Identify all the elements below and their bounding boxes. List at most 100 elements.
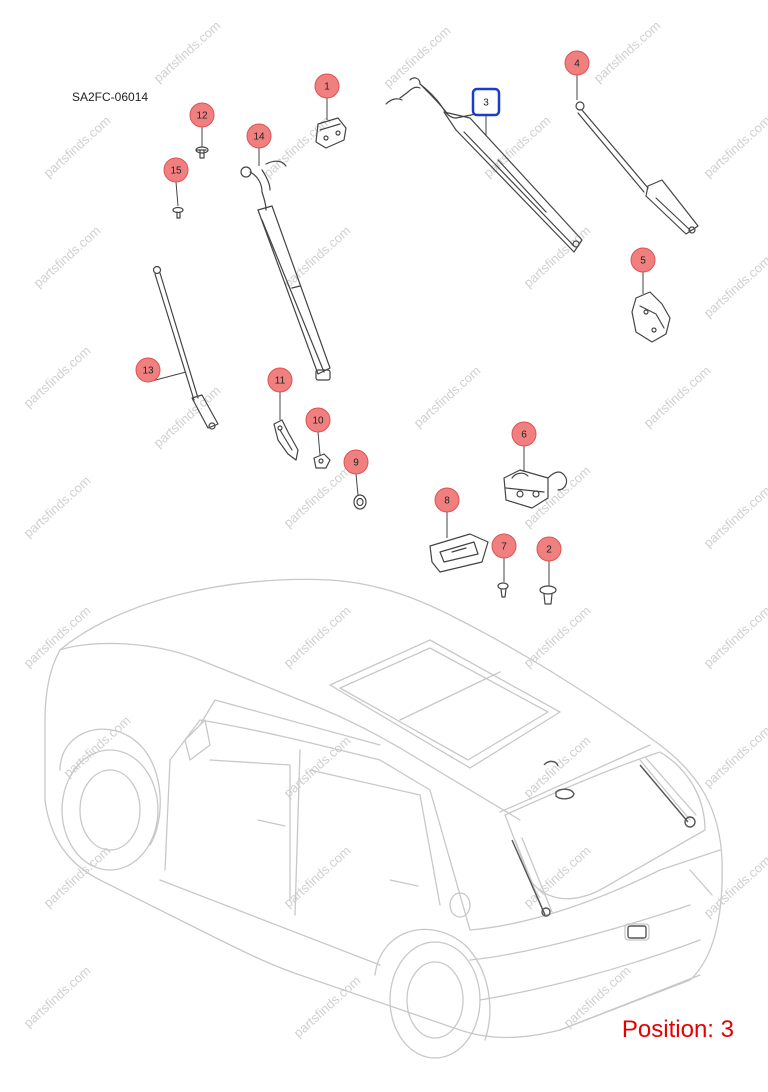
watermark-text: partsfinds.com <box>411 363 484 431</box>
callout-number: 9 <box>353 458 359 469</box>
callout-circle[interactable] <box>564 50 590 76</box>
watermark-text: partsfinds.com <box>21 473 94 541</box>
callout-15[interactable]: 15 <box>163 157 189 207</box>
callout-number: 5 <box>640 256 646 267</box>
part-12-bolt[interactable] <box>195 146 209 159</box>
watermark-text: partsfinds.com <box>591 18 664 86</box>
callout-circle[interactable] <box>267 367 293 393</box>
parts-layer <box>152 77 699 605</box>
callout-4[interactable]: 4 <box>564 50 590 100</box>
watermark-text: partsfinds.com <box>701 253 768 321</box>
diagram-code: SA2FC-06014 <box>72 90 149 104</box>
part-7-screw[interactable] <box>497 582 509 598</box>
callout-number: 15 <box>170 166 182 177</box>
part-11-sensor-bracket[interactable] <box>273 419 299 461</box>
watermark-text: partsfinds.com <box>701 483 768 551</box>
callout-number: 1 <box>324 82 330 93</box>
watermark-text: partsfinds.com <box>701 603 768 671</box>
watermark-text: partsfinds.com <box>21 603 94 671</box>
callout-10[interactable]: 10 <box>305 407 331 456</box>
watermark-text: partsfinds.com <box>21 343 94 411</box>
part-13-gas-strut[interactable] <box>152 265 219 430</box>
vehicle-mounted-parts <box>511 760 696 939</box>
watermark-text: partsfinds.com <box>151 18 224 86</box>
leader-line <box>317 431 321 456</box>
part-9-grommet[interactable] <box>353 494 367 510</box>
selected-callout-box[interactable] <box>471 87 501 117</box>
watermark-text: partsfinds.com <box>31 223 104 291</box>
callout-circle[interactable] <box>135 357 161 383</box>
watermark-text: partsfinds.com <box>61 713 134 781</box>
callout-circle[interactable] <box>630 247 656 273</box>
callout-number: 11 <box>275 376 286 387</box>
watermark-text: partsfinds.com <box>701 113 768 181</box>
watermark-text: partsfinds.com <box>41 113 114 181</box>
watermark-text: partsfinds.com <box>521 223 594 291</box>
part-4-gas-strut[interactable] <box>575 101 699 235</box>
watermark-text: partsfinds.com <box>281 733 354 801</box>
callout-circle[interactable] <box>189 102 215 128</box>
watermark-text: partsfinds.com <box>521 843 594 911</box>
callout-circle[interactable] <box>314 73 340 99</box>
part-14-power-strut[interactable] <box>240 160 331 381</box>
position-label: Position: 3 <box>621 1016 734 1043</box>
watermark-text: partsfinds.com <box>641 363 714 431</box>
callout-6[interactable]: 6 <box>511 421 537 472</box>
part-10-clip[interactable] <box>313 453 331 469</box>
callout-11[interactable]: 11 <box>267 367 293 420</box>
callout-number: 12 <box>196 111 208 122</box>
part-5-hinge[interactable] <box>631 291 671 343</box>
watermark-text: partsfinds.com <box>281 223 354 291</box>
part-2-bolt[interactable] <box>539 585 557 605</box>
watermark-text: partsfinds.com <box>281 463 354 531</box>
vehicle-outline <box>44 578 723 1059</box>
callout-number: 3 <box>483 98 489 109</box>
watermark-text: partsfinds.com <box>151 383 224 451</box>
watermark-text: partsfinds.com <box>701 853 768 921</box>
watermark-text: partsfinds.com <box>291 973 364 1041</box>
callout-circle[interactable] <box>434 487 460 513</box>
callout-8[interactable]: 8 <box>434 487 460 538</box>
callout-number: 10 <box>312 416 324 427</box>
part-1-bracket[interactable] <box>315 117 347 149</box>
part-15-screw[interactable] <box>172 206 184 219</box>
callout-3[interactable]: 3 <box>471 87 501 136</box>
leader-line <box>175 181 179 207</box>
part-8-handle-switch[interactable] <box>429 533 489 573</box>
watermark-text: partsfinds.com <box>281 603 354 671</box>
callout-number: 13 <box>142 366 154 377</box>
callout-number: 4 <box>574 59 580 70</box>
callout-circle[interactable] <box>246 123 272 149</box>
callout-7[interactable]: 7 <box>491 533 517 582</box>
watermark-text: partsfinds.com <box>381 23 454 91</box>
leader-line <box>355 473 359 496</box>
callout-13[interactable]: 13 <box>135 357 187 383</box>
callout-1[interactable]: 1 <box>314 73 340 120</box>
callout-circle[interactable] <box>511 421 537 447</box>
callout-9[interactable]: 9 <box>343 449 369 496</box>
watermark-text: partsfinds.com <box>701 723 768 791</box>
callout-12[interactable]: 12 <box>189 102 215 147</box>
callout-2[interactable]: 2 <box>536 536 562 586</box>
callout-circle[interactable] <box>343 449 369 475</box>
watermark-text: partsfinds.com <box>281 843 354 911</box>
callout-circle[interactable] <box>491 533 517 559</box>
callout-14[interactable]: 14 <box>246 123 272 166</box>
callout-circle[interactable] <box>305 407 331 433</box>
callout-circle[interactable] <box>163 157 189 183</box>
callout-number: 7 <box>501 542 507 553</box>
part-3-power-strut[interactable] <box>385 77 583 253</box>
callout-5[interactable]: 5 <box>630 247 656 294</box>
callout-number: 8 <box>444 496 450 507</box>
part-6-latch-motor[interactable] <box>503 469 568 509</box>
watermark-layer: partsfinds.com partsfinds.com partsfinds.c… <box>21 18 768 1041</box>
callout-number: 14 <box>253 132 265 143</box>
watermark-text: partsfinds.com <box>21 963 94 1031</box>
watermark-text: partsfinds.com <box>481 113 554 181</box>
callout-circle[interactable] <box>536 536 562 562</box>
callout-number: 2 <box>546 545 552 556</box>
callout-number: 6 <box>521 430 527 441</box>
